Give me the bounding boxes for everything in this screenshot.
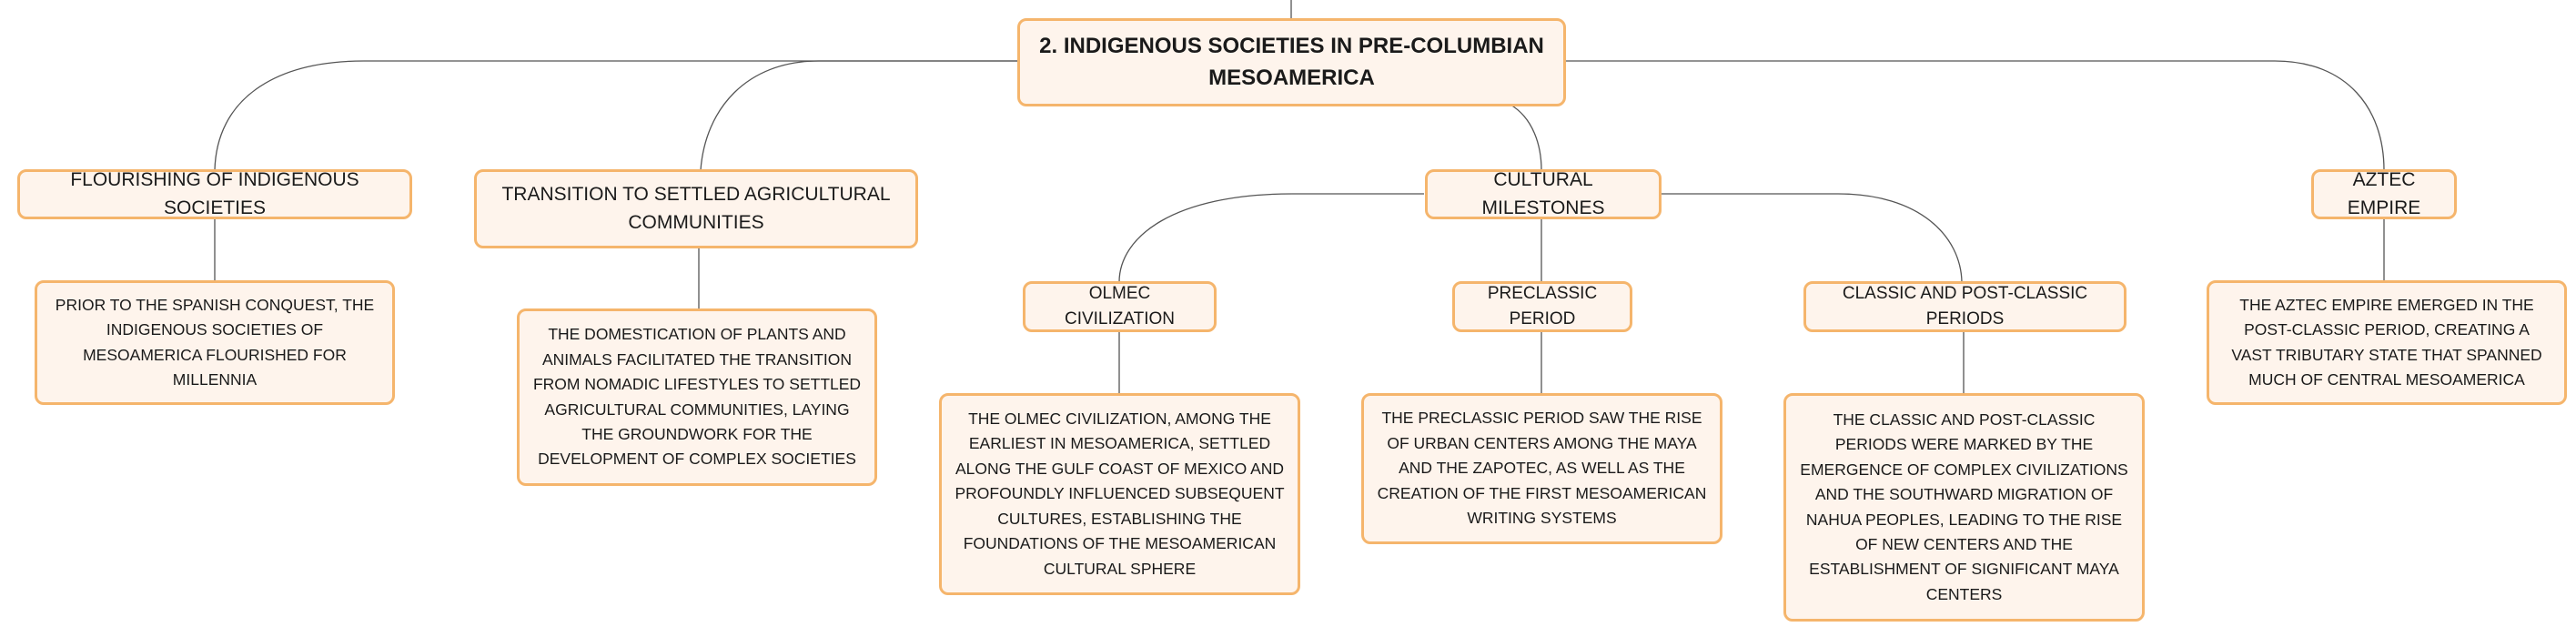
topic-flourishing[interactable]: FLOURISHING OF INDIGENOUS SOCIETIES — [17, 169, 412, 219]
topic-preclassic-detail[interactable]: THE PRECLASSIC PERIOD SAW THE RISE OF UR… — [1361, 393, 1722, 544]
topic-flourishing-detail-text: PRIOR TO THE SPANISH CONQUEST, THE INDIG… — [55, 295, 375, 389]
topic-transition-detail-text: THE DOMESTICATION OF PLANTS AND ANIMALS … — [532, 325, 862, 469]
topic-transition-label: TRANSITION TO SETTLED AGRICULTURAL COMMU… — [501, 184, 891, 233]
topic-aztec-detail[interactable]: THE AZTEC EMPIRE EMERGED IN THE POST-CLA… — [2207, 280, 2567, 405]
topic-cultural-milestones[interactable]: CULTURAL MILESTONES — [1425, 169, 1662, 219]
connector-cultural-classic — [1661, 193, 1963, 283]
topic-preclassic-label: PRECLASSIC PERIOD — [1487, 284, 1598, 329]
connector-cultural-olmec — [1118, 193, 1424, 283]
central-topic[interactable]: 2. INDIGENOUS SOCIETIES IN PRE-COLUMBIAN… — [1017, 18, 1566, 106]
topic-flourishing-detail[interactable]: PRIOR TO THE SPANISH CONQUEST, THE INDIG… — [35, 280, 395, 405]
connector-root-cultural — [1510, 104, 1542, 171]
topic-transition-detail[interactable]: THE DOMESTICATION OF PLANTS AND ANIMALS … — [517, 308, 877, 486]
topic-preclassic[interactable]: PRECLASSIC PERIOD — [1452, 281, 1632, 332]
topic-olmec-label: OLMEC CIVILIZATION — [1064, 284, 1176, 329]
topic-classic-label: CLASSIC AND POST-CLASSIC PERIODS — [1842, 284, 2088, 329]
topic-olmec-detail-text: THE OLMEC CIVILIZATION, AMONG THE EARLIE… — [955, 409, 1285, 578]
topic-transition[interactable]: TRANSITION TO SETTLED AGRICULTURAL COMMU… — [474, 169, 918, 248]
topic-flourishing-label: FLOURISHING OF INDIGENOUS SOCIETIES — [70, 169, 359, 218]
connector-root-flourishing — [214, 60, 1019, 171]
topic-aztec[interactable]: AZTEC EMPIRE — [2311, 169, 2457, 219]
topic-aztec-label: AZTEC EMPIRE — [2347, 169, 2421, 218]
topic-classic-detail[interactable]: THE CLASSIC AND POST-CLASSIC PERIODS WER… — [1783, 393, 2145, 622]
topic-classic[interactable]: CLASSIC AND POST-CLASSIC PERIODS — [1803, 281, 2126, 332]
topic-cultural-milestones-label: CULTURAL MILESTONES — [1481, 169, 1605, 218]
topic-olmec[interactable]: OLMEC CIVILIZATION — [1023, 281, 1217, 332]
topic-olmec-detail[interactable]: THE OLMEC CIVILIZATION, AMONG THE EARLIE… — [939, 393, 1300, 595]
topic-classic-detail-text: THE CLASSIC AND POST-CLASSIC PERIODS WER… — [1800, 410, 2128, 603]
connector-root-aztec — [1564, 60, 2385, 171]
topic-aztec-detail-text: THE AZTEC EMPIRE EMERGED IN THE POST-CLA… — [2231, 295, 2542, 389]
central-topic-label: 2. INDIGENOUS SOCIETIES IN PRE-COLUMBIAN… — [1039, 33, 1544, 90]
connector-root-transition — [700, 60, 1019, 171]
topic-preclassic-detail-text: THE PRECLASSIC PERIOD SAW THE RISE OF UR… — [1377, 409, 1707, 528]
